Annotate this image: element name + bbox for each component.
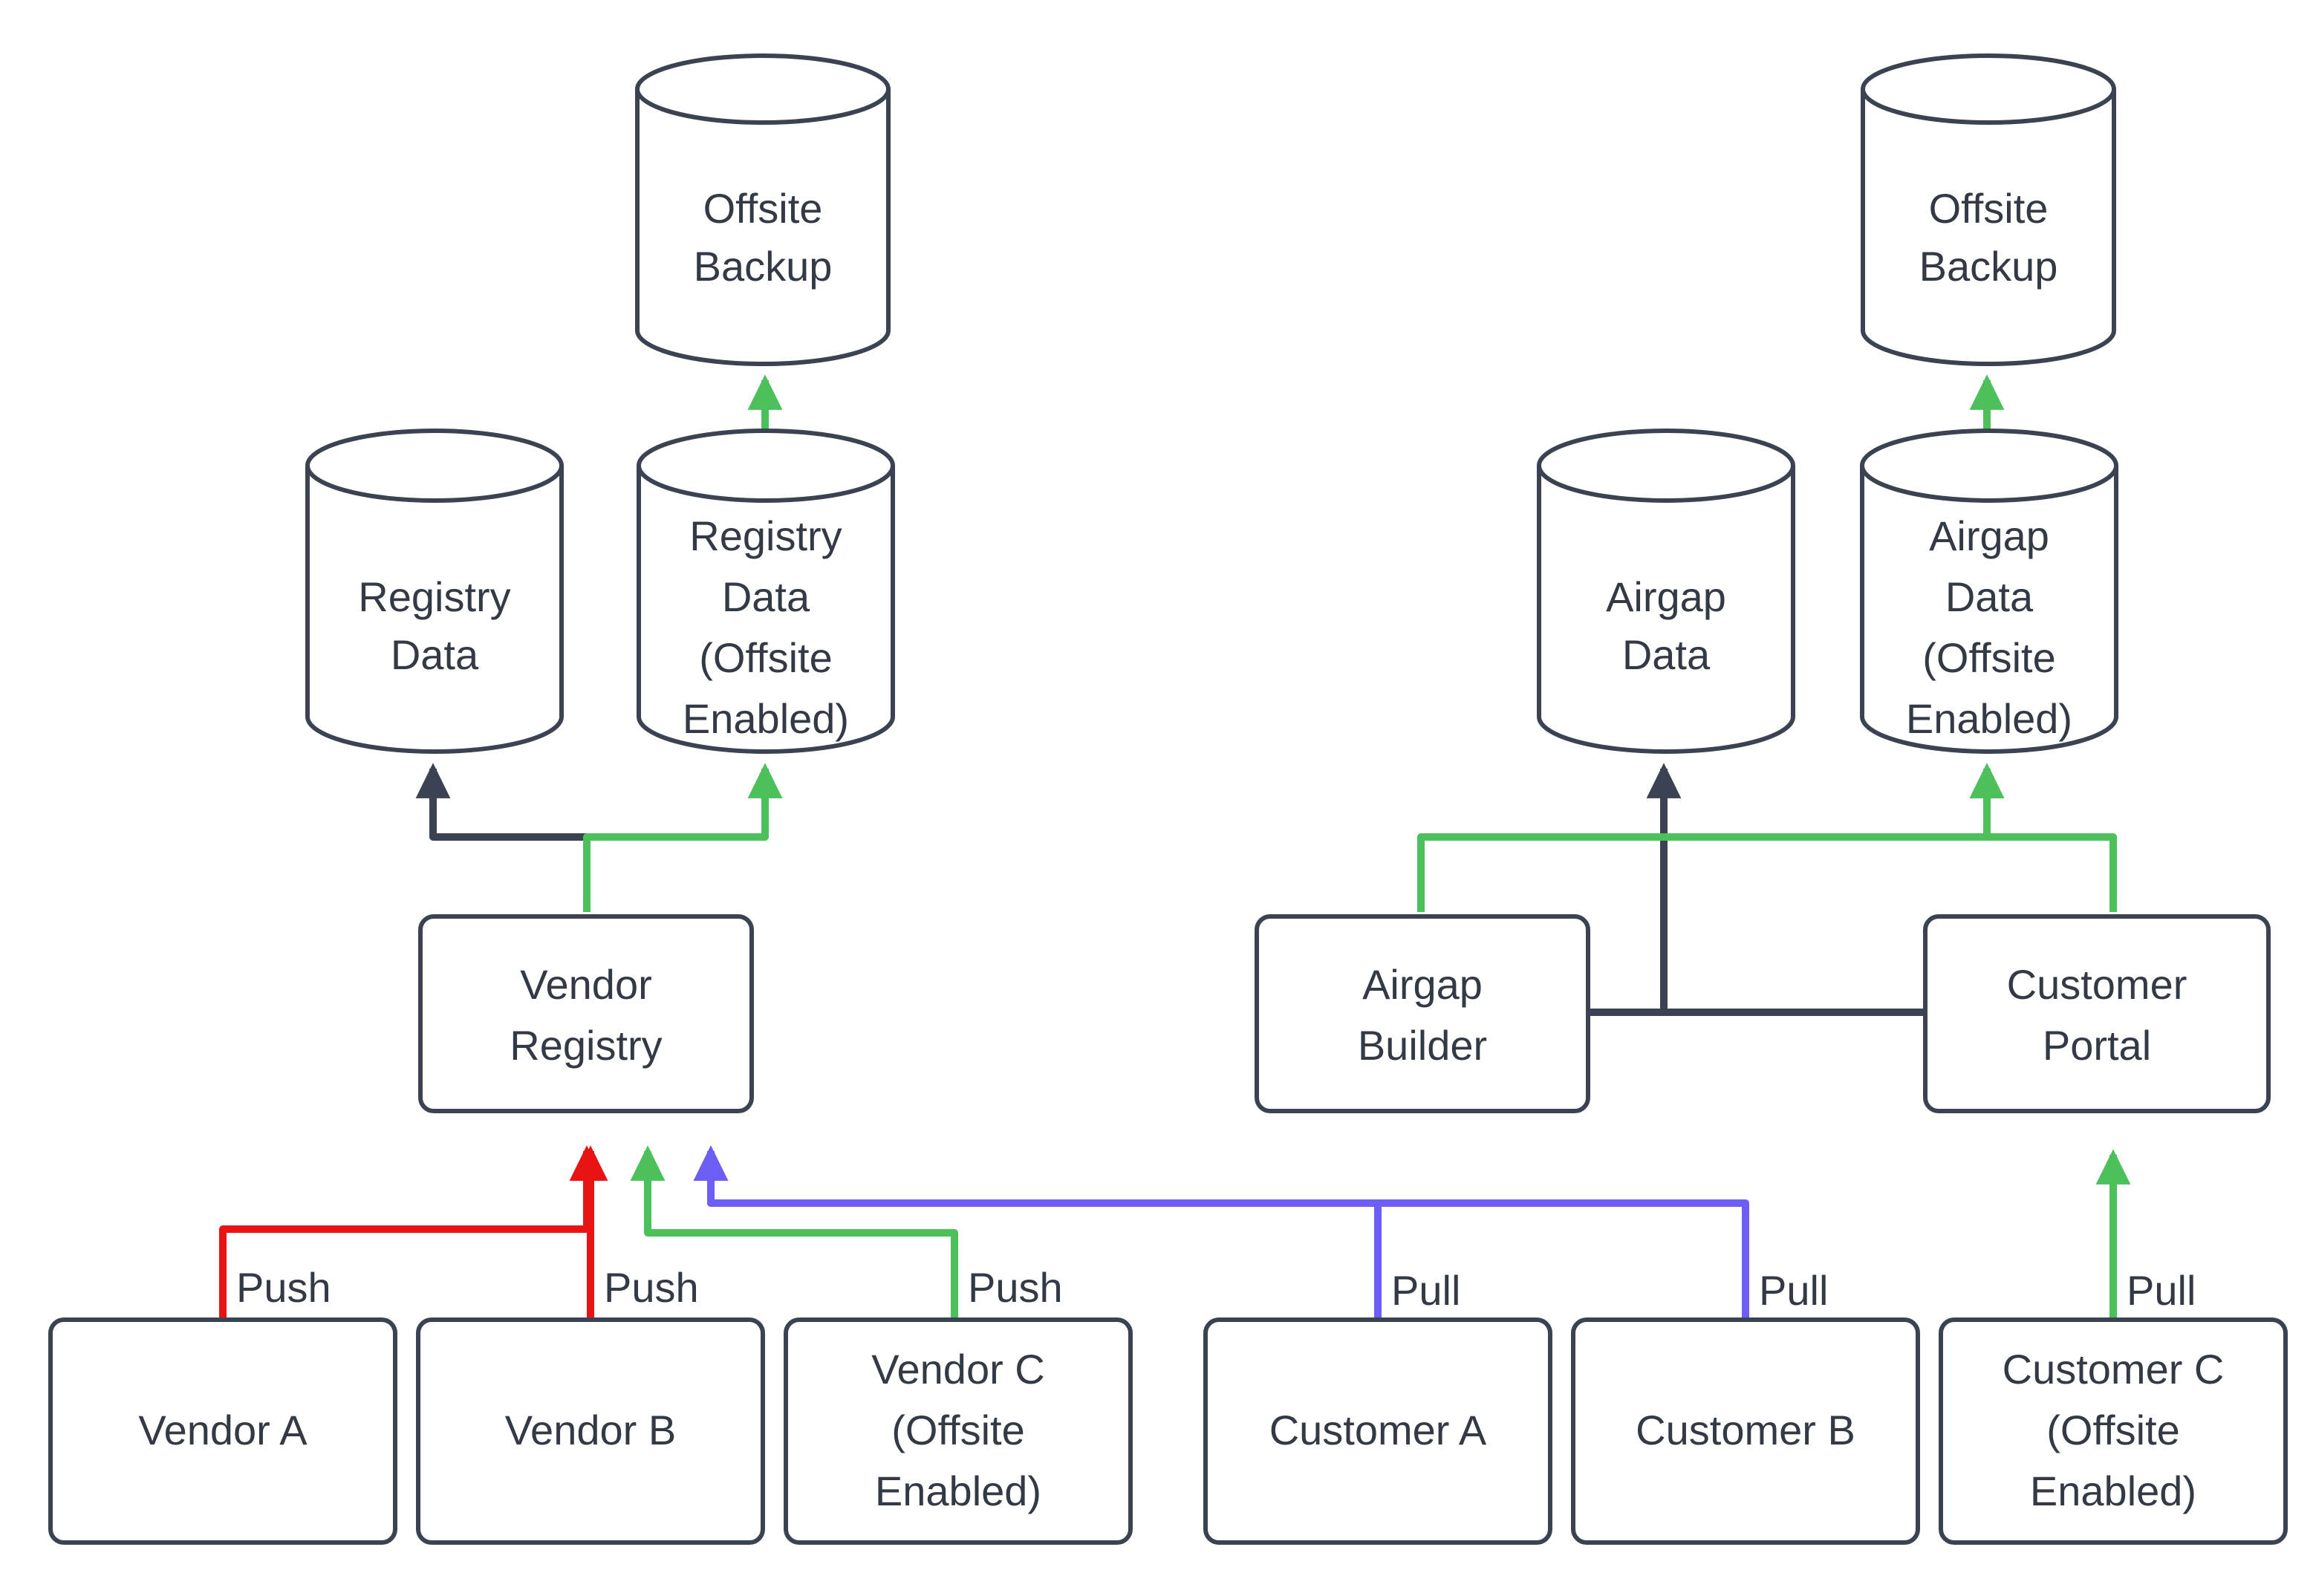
node-airgap-builder[interactable]: Airgap Builder [1255, 914, 1590, 1113]
node-label-airgap-data-offsite-line3: (Offsite [1922, 634, 2055, 681]
node-label-offsite-backup-left-line1: Offsite [703, 185, 823, 232]
node-label-registry-data-offsite-line1: Registry [689, 512, 842, 559]
node-label-customer-portal-line1: Customer [2007, 961, 2187, 1008]
node-label-registry-data-offsite-line3: (Offsite [699, 634, 832, 681]
node-label-customer-c-line2: (Offsite [2046, 1407, 2179, 1453]
node-customer-a[interactable]: Customer A [1203, 1317, 1552, 1545]
node-airgap-data-offsite[interactable]: Airgap Data (Offsite Enabled) [1860, 429, 2118, 754]
node-label-offsite-backup-left-line2: Backup [694, 243, 833, 290]
node-label-vendor-registry-line2: Registry [510, 1022, 662, 1069]
node-label-offsite-backup-right-line1: Offsite [1929, 185, 2049, 232]
node-label-airgap-data-offsite-line1: Airgap [1929, 512, 2049, 559]
edge-customer-b-pull [693, 1145, 1749, 1320]
node-vendor-b[interactable]: Vendor B [416, 1317, 765, 1545]
node-label-registry-data-line1: Registry [358, 573, 510, 620]
edge-label-pull-c: Pull [2127, 1267, 2196, 1314]
node-registry-data[interactable]: Registry Data [305, 429, 564, 754]
node-label-registry-data-line2: Data [391, 631, 479, 678]
edge-label-pull-a: Pull [1391, 1267, 1460, 1314]
node-label-customer-portal-line2: Portal [2043, 1022, 2151, 1069]
node-label-airgap-data-offsite-line4: Enabled) [1906, 695, 2072, 742]
node-label-airgap-builder-line2: Builder [1358, 1022, 1487, 1069]
edge-vendor-c-push [630, 1145, 958, 1320]
node-label-customer-b: Customer B [1636, 1407, 1855, 1453]
node-label-vendor-b: Vendor B [505, 1407, 676, 1453]
node-label-customer-c-line1: Customer C [2003, 1346, 2225, 1393]
node-label-vendor-a: Vendor A [138, 1407, 308, 1453]
edge-label-pull-b: Pull [1759, 1267, 1828, 1314]
edge-customer-portal-to-airgap-data [1646, 763, 1924, 1016]
node-label-customer-a: Customer A [1269, 1407, 1487, 1453]
node-vendor-a[interactable]: Vendor A [48, 1317, 397, 1545]
node-label-registry-data-offsite-line2: Data [722, 573, 810, 620]
node-customer-b[interactable]: Customer B [1571, 1317, 1920, 1545]
node-offsite-backup-left[interactable]: Offsite Backup [635, 53, 891, 366]
node-label-airgap-builder-line1: Airgap [1362, 961, 1483, 1008]
node-label-registry-data-offsite-line4: Enabled) [683, 695, 849, 742]
node-label-vendor-c-line2: (Offsite [891, 1407, 1024, 1453]
node-vendor-registry[interactable]: Vendor Registry [418, 914, 754, 1113]
edge-label-push-b: Push [604, 1264, 699, 1311]
node-vendor-c[interactable]: Vendor C (Offsite Enabled) [784, 1317, 1133, 1545]
node-label-vendor-registry-line1: Vendor [520, 961, 652, 1008]
node-label-vendor-c-line3: Enabled) [875, 1468, 1041, 1514]
node-customer-portal[interactable]: Customer Portal [1923, 914, 2271, 1113]
edge-airgap-builder-to-airgap-data-offsite [1417, 763, 2005, 912]
edge-label-push-a: Push [236, 1264, 331, 1311]
edge-customer-portal-to-airgap-data-offsite [1969, 763, 2117, 912]
node-offsite-backup-right[interactable]: Offsite Backup [1861, 53, 2116, 366]
node-label-customer-c-line3: Enabled) [2030, 1468, 2196, 1514]
node-registry-data-offsite[interactable]: Registry Data (Offsite Enabled) [637, 429, 895, 754]
node-label-vendor-c-line1: Vendor C [871, 1346, 1045, 1393]
edge-vendor-registry-to-registry-data-offsite [583, 763, 783, 912]
edge-label-push-c: Push [968, 1264, 1063, 1311]
node-label-airgap-data-offsite-line2: Data [1945, 573, 2034, 620]
node-label-airgap-data-line2: Data [1622, 631, 1711, 678]
edge-vendor-registry-to-registry-data [415, 763, 591, 912]
node-airgap-data[interactable]: Airgap Data [1537, 429, 1795, 754]
node-label-airgap-data-line1: Airgap [1606, 573, 1726, 620]
node-label-offsite-backup-right-line2: Backup [1919, 243, 2058, 290]
node-customer-c[interactable]: Customer C (Offsite Enabled) [1939, 1317, 2288, 1545]
